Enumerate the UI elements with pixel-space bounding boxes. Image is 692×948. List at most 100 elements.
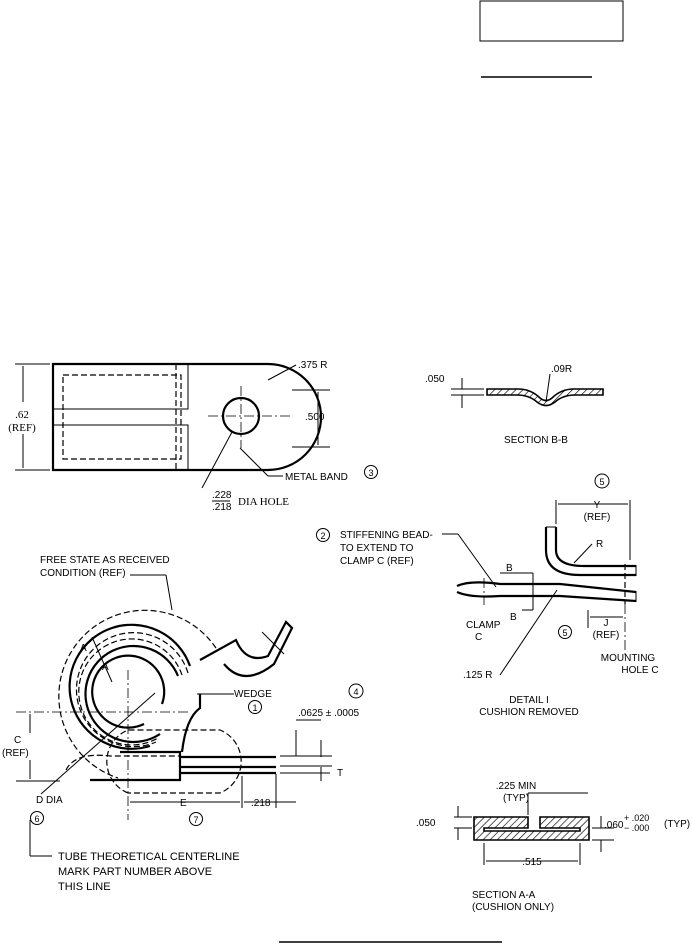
tube-outline: [91, 654, 166, 729]
r-label: R: [596, 539, 603, 550]
band-hidden-inner: [78, 638, 183, 746]
note-circle: [316, 528, 330, 542]
radius-label: .375 R: [298, 360, 327, 371]
tab-centerline: [261, 631, 285, 655]
band-note: 3: [368, 468, 373, 478]
d-dia: D DIA: [36, 795, 63, 806]
top-view: .375 R .500 .62 (REF) .228 .218 DIA HOLE…: [8, 360, 378, 513]
section-bb: .050 .09R SECTION B-B: [425, 364, 604, 446]
r-leader: [573, 543, 593, 564]
hidden-band-edges: [62, 374, 182, 460]
clamp-cl: C: [475, 632, 482, 643]
height-dim-ref: (REF): [8, 422, 36, 434]
mount-1: MOUNTING: [601, 653, 656, 664]
aa-title-1: SECTION A-A: [472, 890, 536, 901]
band-hidden-leg: [65, 754, 180, 771]
hole-dia-min: .218: [212, 502, 232, 513]
bb-thickness: .050: [425, 374, 445, 385]
hole-leader: [201, 431, 233, 489]
aa-width: .515: [522, 857, 542, 868]
tube-note: TUBE THEORETICAL CENTERLINE MARK PART NU…: [29, 820, 240, 893]
detail-note-mid: 5: [562, 628, 567, 638]
lower-band-inner: [456, 590, 637, 603]
band-curve: [180, 694, 202, 753]
section-aa: .225 MIN (TYP) .050 .060 + .020 − .000 (…: [416, 781, 690, 913]
bb-radius-leader: [545, 373, 551, 403]
bead-line-1: STIFFENING BEAD-: [340, 530, 433, 541]
t-dim: T: [337, 768, 343, 779]
note-7: 7: [193, 815, 198, 825]
radius-leader: [267, 364, 297, 381]
free-state-2: CONDITION (REF): [40, 568, 126, 579]
hole-label: DIA HOLE: [238, 496, 289, 508]
title-box: [479, 0, 624, 42]
upper-leg-inner: [554, 527, 636, 568]
aa-min-width: .225 MIN: [496, 781, 537, 792]
band-outline: [51, 362, 323, 472]
band-hidden: [75, 632, 189, 748]
cushion-lower: [52, 424, 189, 471]
bead-note-num: 2: [320, 531, 325, 541]
aa-title-2: (CUSHION ONLY): [472, 902, 554, 913]
free-state-1: FREE STATE AS RECEIVED: [40, 555, 170, 566]
bb-title: SECTION B-B: [504, 435, 568, 446]
c-ref: (REF): [2, 748, 29, 759]
note-circle: [248, 700, 262, 714]
thickness-dim: .0625 ± .0005: [298, 708, 360, 719]
tube-line-3: THIS LINE: [58, 881, 111, 893]
bead-leader: [457, 533, 497, 588]
d-dia-leader: [40, 692, 156, 795]
band-leader: [239, 447, 269, 477]
detail-radius: .125 R: [463, 670, 492, 681]
wedge-note: 1: [252, 703, 257, 713]
height-dim-label: .62: [15, 409, 29, 421]
aa-tol-typ: (TYP): [664, 819, 690, 830]
offset-dim: .218: [251, 798, 271, 809]
aa-left-thk: .050: [416, 818, 436, 829]
free-state-outline: [58, 609, 217, 779]
wedge-label: WEDGE: [234, 689, 272, 700]
band-legs: [180, 755, 276, 775]
mount-2: HOLE C: [621, 665, 658, 676]
side-view: FREE STATE AS RECEIVED CONDITION (REF) A…: [2, 555, 364, 826]
bead-section: [486, 388, 604, 407]
band-label: METAL BAND: [285, 472, 348, 483]
bead-line-3: CLAMP C (REF): [340, 556, 414, 567]
j-dim: J: [604, 618, 609, 629]
bead-line-2: TO EXTEND TO: [340, 543, 414, 554]
cushion-upper: [52, 363, 189, 410]
tube-line-2: MARK PART NUMBER ABOVE: [58, 866, 212, 878]
aa-tol-plus: + .020: [624, 813, 649, 823]
detail-title-1: DETAIL I: [509, 695, 548, 706]
b-top: B: [506, 563, 513, 574]
y-ref: (REF): [584, 512, 611, 523]
free-state-leader: [165, 574, 173, 611]
tube-hidden: [106, 729, 242, 794]
width-label: .500: [305, 412, 325, 423]
b-bottom: B: [510, 612, 517, 623]
note-circle: [189, 812, 203, 826]
note-6: 6: [34, 814, 39, 824]
y-dim: Y: [594, 500, 601, 511]
aa-tol-minus: − .000: [624, 823, 649, 833]
aa-cut: [91, 636, 113, 683]
j-ref: (REF): [593, 630, 620, 641]
bb-radius: .09R: [551, 364, 572, 375]
note-circle: [364, 465, 378, 479]
aa-right-thk: .060: [604, 820, 624, 831]
bead-note: 2 STIFFENING BEAD- TO EXTEND TO CLAMP C …: [316, 528, 497, 588]
radius-leader: [499, 589, 558, 676]
tube-line-1: TUBE THEORETICAL CENTERLINE: [58, 851, 240, 863]
lower-band: [456, 581, 637, 594]
e-dim: E: [180, 798, 187, 809]
detail-note-top: 5: [599, 477, 604, 487]
note-circle: [348, 683, 364, 699]
upper-leg: [544, 527, 636, 577]
note-circle: [558, 625, 572, 639]
cushion-inner: [84, 644, 180, 744]
c-dim: C: [14, 735, 21, 746]
cushion-outer: [68, 623, 192, 750]
free-state-tab: [199, 620, 294, 678]
